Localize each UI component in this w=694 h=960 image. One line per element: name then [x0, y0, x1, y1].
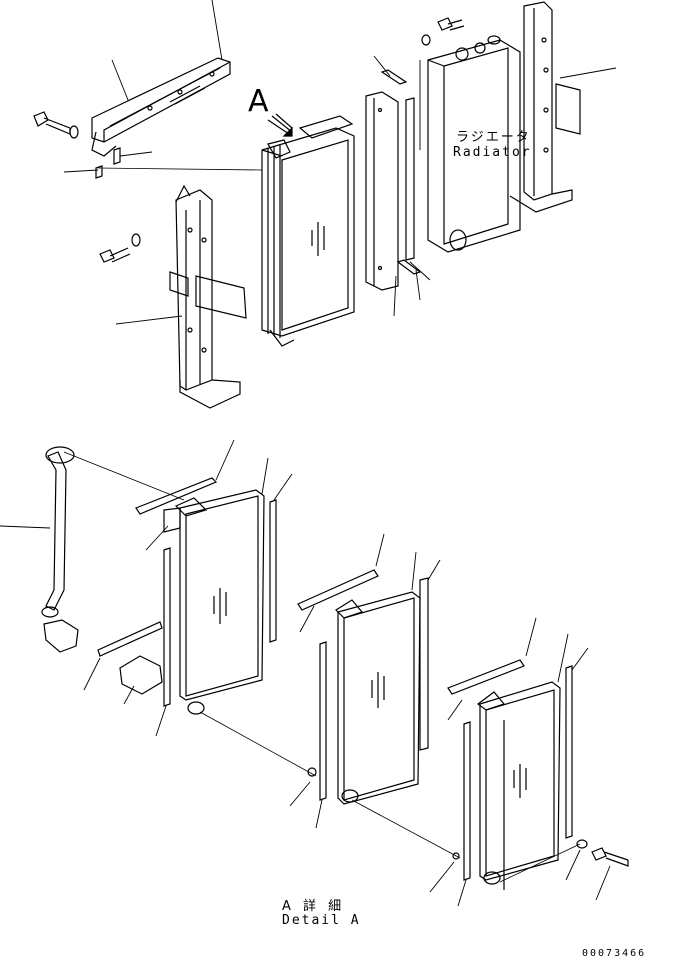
view-arrow	[268, 114, 292, 136]
leader-lines-bottom	[0, 440, 610, 906]
small-block	[96, 148, 120, 178]
core-group-1-strips	[98, 478, 276, 706]
radiator-label-jp: ラジエータ	[456, 130, 531, 145]
core-group-2-strips	[298, 570, 428, 800]
radiator-bolt	[422, 18, 464, 45]
radiator-label-en: Radiator	[453, 145, 532, 160]
right-support-stand	[510, 2, 580, 212]
seal-strip	[382, 70, 420, 274]
core-group-3	[478, 682, 560, 890]
link-line-a	[98, 168, 262, 170]
link-lines-detail	[200, 712, 580, 882]
detail-label-en: Detail A	[282, 913, 361, 928]
part-number: 00073466	[582, 948, 647, 959]
core-group-3-strips	[448, 660, 628, 880]
link-line-pipe	[64, 452, 184, 500]
side-plate	[366, 92, 398, 290]
detail-label-jp: A 詳 細	[282, 899, 346, 914]
radiator-core-assembly	[262, 116, 354, 346]
bracket-bolt	[34, 112, 78, 138]
leader-lines-top	[64, 0, 616, 324]
left-support-stand	[170, 186, 246, 408]
overflow-pipe	[42, 447, 78, 652]
view-marker-label: A	[248, 84, 269, 119]
core-group-1	[176, 490, 264, 714]
radiator	[428, 36, 520, 252]
core-group-2	[336, 592, 420, 804]
upper-bracket	[92, 58, 230, 156]
support-bolt	[100, 234, 140, 262]
